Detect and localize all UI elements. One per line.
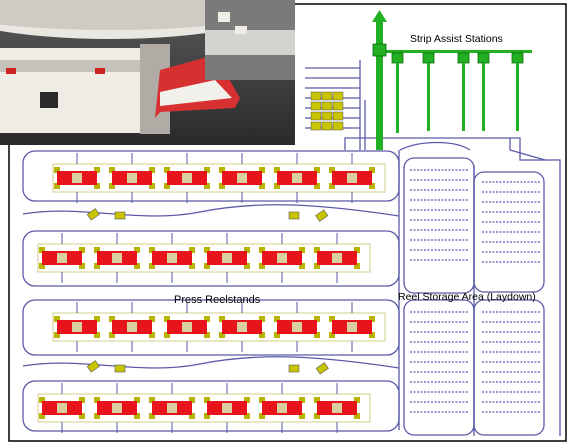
stored-reel: [310, 101, 322, 111]
press-reelstand: [204, 383, 250, 433]
strip-assist-station: [511, 52, 524, 131]
stored-reel: [332, 111, 344, 121]
press-reelstand: [164, 302, 210, 352]
storage-rack-block: [410, 169, 468, 261]
press-reelstand: [94, 233, 140, 283]
press-reelstand: [314, 233, 360, 283]
stored-reel: [332, 121, 344, 131]
reel-storage-label: Reel Storage Area (Laydown): [398, 291, 536, 303]
press-reelstand: [149, 383, 195, 433]
stored-reel: [321, 91, 333, 101]
press-reelstand: [109, 153, 155, 203]
storage-rack-block: [482, 311, 540, 413]
press-reelstand: [259, 383, 305, 433]
press-reelstand: [219, 153, 265, 203]
press-reelstand: [109, 302, 155, 352]
reelstand-row: [52, 163, 386, 193]
press-reelstand: [204, 233, 250, 283]
agv-icon: [288, 364, 300, 373]
reelstand-row: [37, 243, 371, 273]
strip-assist-stations: [372, 10, 532, 150]
press-reelstands: [37, 153, 386, 433]
agv-icon: [114, 364, 126, 373]
agv-markers: [86, 208, 329, 375]
press-reelstand: [329, 153, 375, 203]
press-reelstand: [274, 302, 320, 352]
reel-storage-area: [410, 169, 540, 413]
strip-assist-station: [391, 52, 404, 133]
reel-stack: [310, 91, 344, 131]
stored-reel: [321, 121, 333, 131]
stored-reel: [332, 91, 344, 101]
agv-photo: [0, 0, 295, 145]
press-reelstand: [94, 383, 140, 433]
strip-assist-station: [457, 52, 470, 131]
agv-icon: [86, 360, 100, 373]
agv-track-network: [22, 60, 561, 436]
agv-icon: [288, 211, 300, 220]
press-reelstand: [149, 233, 195, 283]
agv-icon: [86, 208, 100, 221]
stored-reel: [321, 111, 333, 121]
agv-icon: [114, 211, 126, 220]
stored-reel: [310, 121, 322, 131]
reelstand-row: [52, 312, 386, 342]
press-reelstand: [54, 153, 100, 203]
press-reelstand: [39, 233, 85, 283]
press-reelstand: [329, 302, 375, 352]
strip-assist-label: Strip Assist Stations: [410, 33, 503, 45]
press-reelstand: [314, 383, 360, 433]
stored-reel: [310, 91, 322, 101]
agv-icon: [315, 209, 329, 222]
press-reelstand: [259, 233, 305, 283]
storage-rack-block: [410, 311, 468, 413]
stored-reel: [310, 111, 322, 121]
press-reelstands-label: Press Reelstands: [174, 294, 261, 306]
press-reelstand: [164, 153, 210, 203]
storage-rack-block: [482, 181, 540, 263]
strip-assist-station: [477, 52, 490, 131]
strip-assist-station: [422, 52, 435, 131]
reelstand-row: [37, 393, 371, 423]
press-reelstand: [54, 302, 100, 352]
stored-reel: [321, 101, 333, 111]
agv-icon: [315, 362, 329, 375]
press-reelstand: [219, 302, 265, 352]
stored-reel: [332, 101, 344, 111]
press-reelstand: [274, 153, 320, 203]
press-reelstand: [39, 383, 85, 433]
